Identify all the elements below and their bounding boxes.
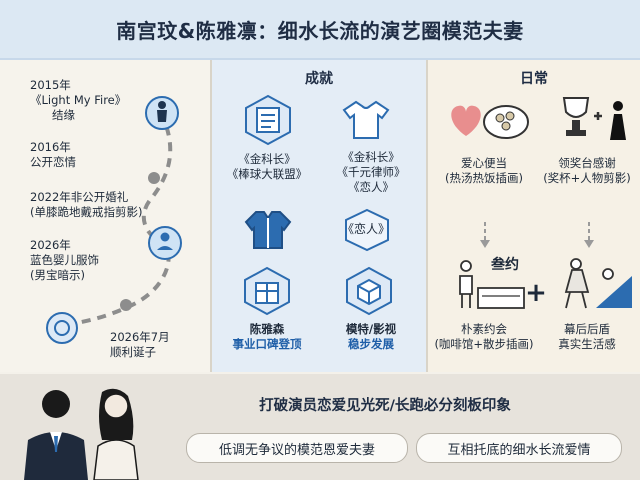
timeline-dot bbox=[148, 172, 160, 184]
achievement-career-2: 模特/影视 稳步发展 bbox=[345, 322, 397, 351]
daily-bento: 爱心便当 (热汤热饭插画) bbox=[445, 156, 523, 185]
achievement-career-1: 陈雅森 事业口碑登顶 bbox=[232, 322, 302, 351]
baby-icon bbox=[157, 232, 173, 250]
tag-pill-model-couple: 低调无争议的模范恩爱夫妻 bbox=[186, 433, 408, 463]
daily-title: 日常 bbox=[520, 71, 548, 87]
ring-node-icon bbox=[46, 312, 78, 344]
lovers-badge-icon bbox=[345, 208, 389, 252]
timeline-item-2026: 2026年 蓝色婴儿服饰 (男宝暗示) bbox=[30, 238, 99, 282]
daily-support: 幕后后盾 真实生活感 bbox=[558, 322, 616, 351]
arrow-down-icon bbox=[480, 222, 490, 248]
page-title: 南宫玟&陈雅凛：细水长流的演艺圈模范夫妻 bbox=[116, 18, 524, 43]
bottom-banner: 打破演员恋爱见光死/长跑必分刻板印象 低调无争议的模范恩爱夫妻 互相托底的细水长… bbox=[0, 374, 640, 480]
cafe-date-icon bbox=[459, 260, 525, 309]
jacket-icon bbox=[244, 211, 292, 249]
daily-date: 朴素约会 (咖啡馆+散步插画) bbox=[434, 322, 534, 351]
person-icon bbox=[157, 101, 167, 122]
column-divider bbox=[426, 60, 428, 372]
achievement-badge-label: 《恋人》 bbox=[341, 222, 390, 236]
baby-node-icon bbox=[148, 226, 182, 260]
timeline-dot bbox=[120, 299, 132, 311]
bento-heart-icon bbox=[451, 105, 529, 139]
backstage-support-icon bbox=[564, 258, 632, 309]
couple-silhouette-icon bbox=[24, 388, 139, 480]
script-document-icon bbox=[245, 94, 291, 146]
gift-box-icon bbox=[244, 266, 290, 316]
cube-icon bbox=[346, 266, 392, 316]
timeline-item-2016: 2016年 公开恋情 bbox=[30, 140, 76, 169]
trophy-person-icon bbox=[562, 97, 626, 140]
timeline-item-2022: 2022年非公开婚礼 (单膝跪地戴戒指剪影) bbox=[30, 190, 143, 219]
daily-award: 领奖台感谢 (奖杯+人物剪影) bbox=[543, 156, 631, 185]
achievement-dramas-2: 《金科长》 《千元律师》 《恋人》 bbox=[336, 150, 406, 194]
plus-icon: + bbox=[525, 278, 547, 308]
arrow-down-icon bbox=[584, 222, 594, 248]
tag-pill-lasting-love: 互相托底的细水长流爱情 bbox=[416, 433, 622, 463]
daily-section: 日常 爱心便当 (热汤热饭插画) 领奖台感谢 (奖杯+人物剪影) bbox=[428, 60, 640, 372]
bottom-title: 打破演员恋爱见光死/长跑必分刻板印象 bbox=[259, 398, 511, 414]
ring-icon bbox=[54, 320, 70, 336]
timeline-item-2026-7: 2026年7月 顺利诞子 bbox=[110, 330, 170, 359]
tshirt-icon bbox=[342, 100, 390, 139]
achievement-dramas-1: 《金科长》 《棒球大联盟》 bbox=[226, 152, 308, 181]
achievements-title: 成就 bbox=[305, 71, 333, 87]
achievements-section: 成就 《金科长》 《棒球大联盟》 《金科长》 《千元律师》 《恋人》 《恋人》 … bbox=[212, 60, 426, 372]
timeline-section: 2015年 《Light My Fire》 结缘 2016年 公开恋情 2022… bbox=[0, 60, 210, 372]
header-banner: 南宫玟&陈雅凛：细水长流的演艺圈模范夫妻 bbox=[0, 0, 640, 60]
timeline-item-2015: 2015年 《Light My Fire》 结缘 bbox=[30, 78, 127, 122]
timeline-path bbox=[46, 96, 182, 344]
cafe-sign-text: 叁约 bbox=[491, 257, 519, 273]
column-divider bbox=[210, 60, 212, 372]
